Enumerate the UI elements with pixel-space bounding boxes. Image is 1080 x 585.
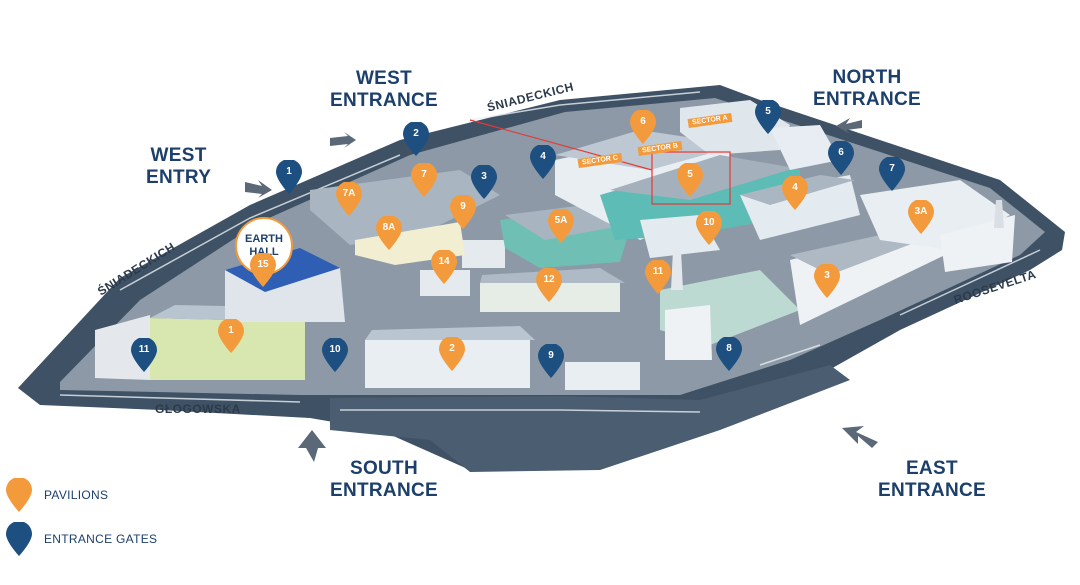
pavilion-pin-5a[interactable]: 5A [548, 209, 574, 243]
gate-pin-6[interactable]: 6 [828, 141, 854, 175]
gate-pin-9[interactable]: 9 [538, 344, 564, 378]
pavilion-pin-15[interactable]: 15 [250, 253, 276, 287]
west-entrance-arrow [330, 132, 356, 148]
legend-pavilions-label: PAVILIONS [44, 488, 109, 502]
pavilion-pin-5[interactable]: 5 [677, 163, 703, 197]
east-entrance-title: EAST ENTRANCE [878, 458, 986, 501]
south-entrance-arrow [298, 430, 326, 462]
gate-pin-4[interactable]: 4 [530, 145, 556, 179]
gate-pin-8[interactable]: 8 [716, 337, 742, 371]
pavilion-pin-7[interactable]: 7 [411, 163, 437, 197]
legend-gates: ENTRANCE GATES [6, 522, 157, 556]
chimney [671, 200, 1004, 290]
south-entrance-title: SOUTH ENTRANCE [330, 458, 438, 501]
pavilion-pin-8a[interactable]: 8A [376, 216, 402, 250]
pavilion-pin-14[interactable]: 14 [431, 250, 457, 284]
west-entrance-title: WEST ENTRANCE [330, 68, 438, 111]
pavilion-pin-11[interactable]: 11 [645, 260, 671, 294]
street-glogowska: GŁOGOWSKA [155, 402, 241, 416]
legend-gates-label: ENTRANCE GATES [44, 532, 158, 546]
gate-pin-5[interactable]: 5 [755, 100, 781, 134]
gate-pin-7[interactable]: 7 [879, 157, 905, 191]
gate-pin-11[interactable]: 11 [131, 338, 157, 372]
west-entry-title: WEST ENTRY [146, 145, 212, 188]
pavilion-pin-7a[interactable]: 7A [336, 182, 362, 216]
gate-pin-2[interactable]: 2 [403, 122, 429, 156]
pavilion-pin-4[interactable]: 4 [782, 176, 808, 210]
pavilion-pin-3a[interactable]: 3A [908, 200, 934, 234]
north-entrance-title: NORTH ENTRANCE [813, 67, 921, 110]
pavilion-pin-2[interactable]: 2 [439, 337, 465, 371]
west-entry-arrow [245, 180, 272, 198]
pavilion-pin-10[interactable]: 10 [696, 211, 722, 245]
gate-pin-3[interactable]: 3 [471, 165, 497, 199]
gate-pin-10[interactable]: 10 [322, 338, 348, 372]
east-entrance-arrow [842, 426, 878, 448]
north-entrance-arrow [836, 118, 862, 134]
pavilion-pin-6[interactable]: 6 [630, 110, 656, 144]
legend-pavilions: PAVILIONS [6, 478, 108, 512]
pavilion-pin-icon [6, 478, 32, 512]
arrows [245, 118, 878, 462]
gate-pin-1[interactable]: 1 [276, 160, 302, 194]
pavilion-pin-1[interactable]: 1 [218, 319, 244, 353]
pavilion-pin-12[interactable]: 12 [536, 268, 562, 302]
gate-pin-icon [6, 522, 32, 556]
pavilion-pin-3[interactable]: 3 [814, 264, 840, 298]
pavilion-pin-9[interactable]: 9 [450, 195, 476, 229]
south-road [330, 365, 850, 472]
